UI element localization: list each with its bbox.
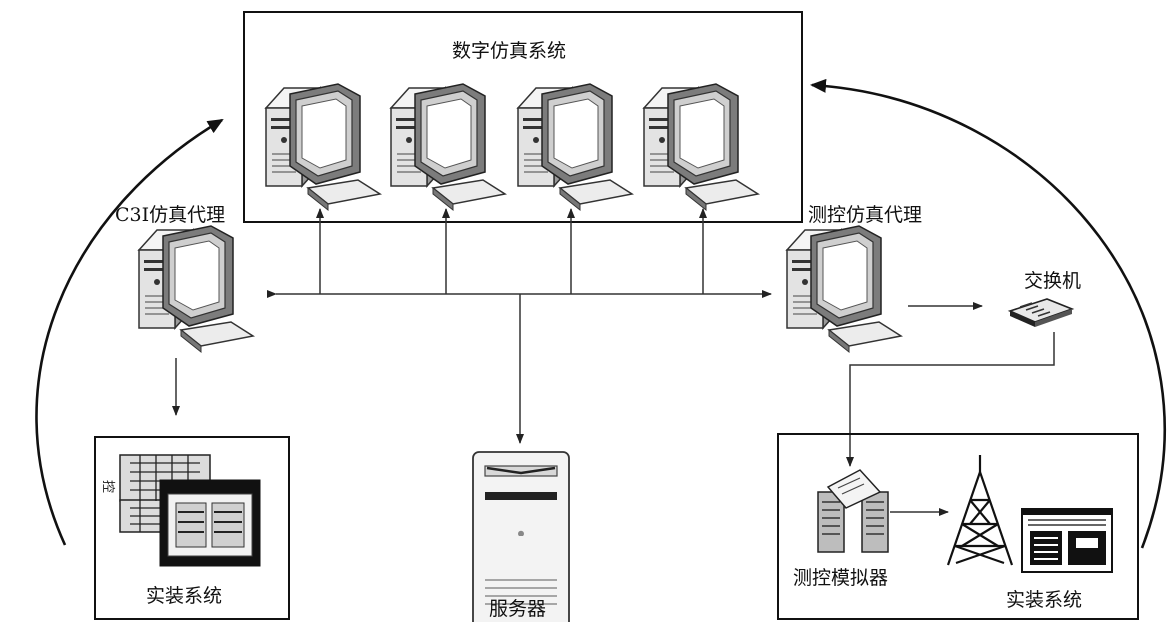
- c3i-workstation-icon: [138, 225, 254, 353]
- tc-simulator-icon: [817, 469, 889, 553]
- workstation-icon: [390, 83, 506, 211]
- digital-sim-label: 数字仿真系统: [452, 40, 567, 62]
- right-curved-arrow: [810, 78, 1167, 549]
- console-icon: 控: [100, 454, 261, 567]
- server-label: 服务器: [489, 598, 547, 620]
- c3i-proxy-label: C3I仿真代理: [115, 204, 226, 226]
- workstation-icon: [643, 83, 759, 211]
- radio-tower-icon: [946, 455, 1014, 566]
- workstation-icon: [265, 83, 381, 211]
- switch-label: 交换机: [1024, 270, 1082, 292]
- workstation-icon: [517, 83, 633, 211]
- tc-workstation-icon: [786, 225, 902, 353]
- real-system-left-label: 实装系统: [146, 585, 223, 607]
- tc-proxy-label: 测控仿真代理: [808, 204, 923, 226]
- real-system-right-label: 实装系统: [1006, 589, 1083, 611]
- left-curved-arrow: [35, 118, 224, 546]
- tc-simulator-label: 测控模拟器: [793, 567, 889, 589]
- real-system-left-box: [94, 436, 290, 620]
- digital-sim-box: [243, 11, 803, 223]
- switch-to-simulator-route: [846, 332, 1055, 467]
- switch-icon: [1007, 298, 1075, 327]
- svg-text:控: 控: [100, 480, 115, 493]
- control-console-icon: [1021, 508, 1113, 573]
- real-system-right-box: [777, 433, 1139, 620]
